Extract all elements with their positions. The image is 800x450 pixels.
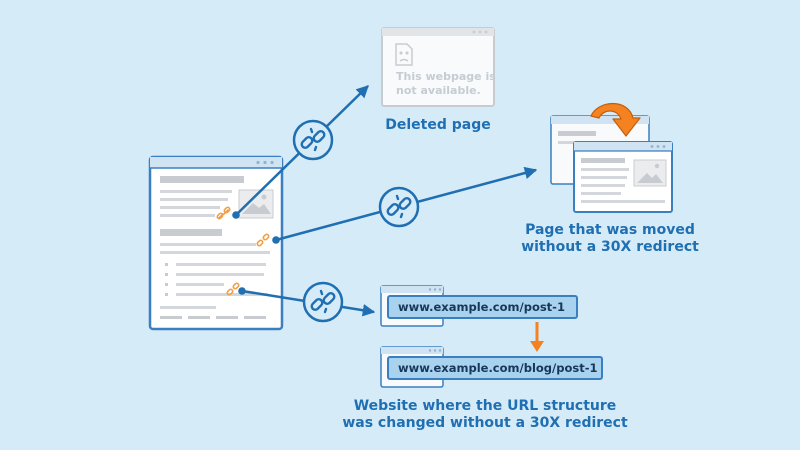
moved-page-caption-line-2: without a 30X redirect [521, 239, 699, 255]
url-change-arrow-icon [530, 322, 544, 352]
deleted-page-window [381, 27, 495, 107]
moved-page-caption-line-1: Page that was moved [525, 222, 695, 238]
moved-page-caption: Page that was moved without a 30X redire… [510, 222, 710, 256]
broken-link-icon [378, 186, 420, 228]
url-change-caption: Website where the URL structure was chan… [330, 398, 640, 432]
link-icon [226, 282, 240, 296]
broken-link-icon [292, 119, 334, 161]
url-change-caption-line-1: Website where the URL structure [353, 398, 617, 414]
unavailable-message-line-2: not available. [396, 84, 481, 97]
deleted-page-caption: Deleted page [385, 117, 491, 133]
moved-page-new-window [573, 141, 673, 213]
unavailable-message: This webpage is not available. [396, 70, 496, 98]
url-change-caption-line-2: was changed without a 30X redirect [342, 415, 628, 431]
source-page [148, 155, 284, 331]
new-url-bar: www.example.com/blog/post-1 [387, 356, 603, 380]
link-icon [216, 206, 231, 220]
curved-move-arrow-icon [590, 103, 641, 137]
old-url-bar: www.example.com/post-1 [387, 295, 578, 319]
broken-link-icon [302, 281, 344, 323]
link-icon [256, 233, 270, 247]
unavailable-message-line-1: This webpage is [396, 70, 496, 83]
sad-page-icon [395, 43, 413, 66]
